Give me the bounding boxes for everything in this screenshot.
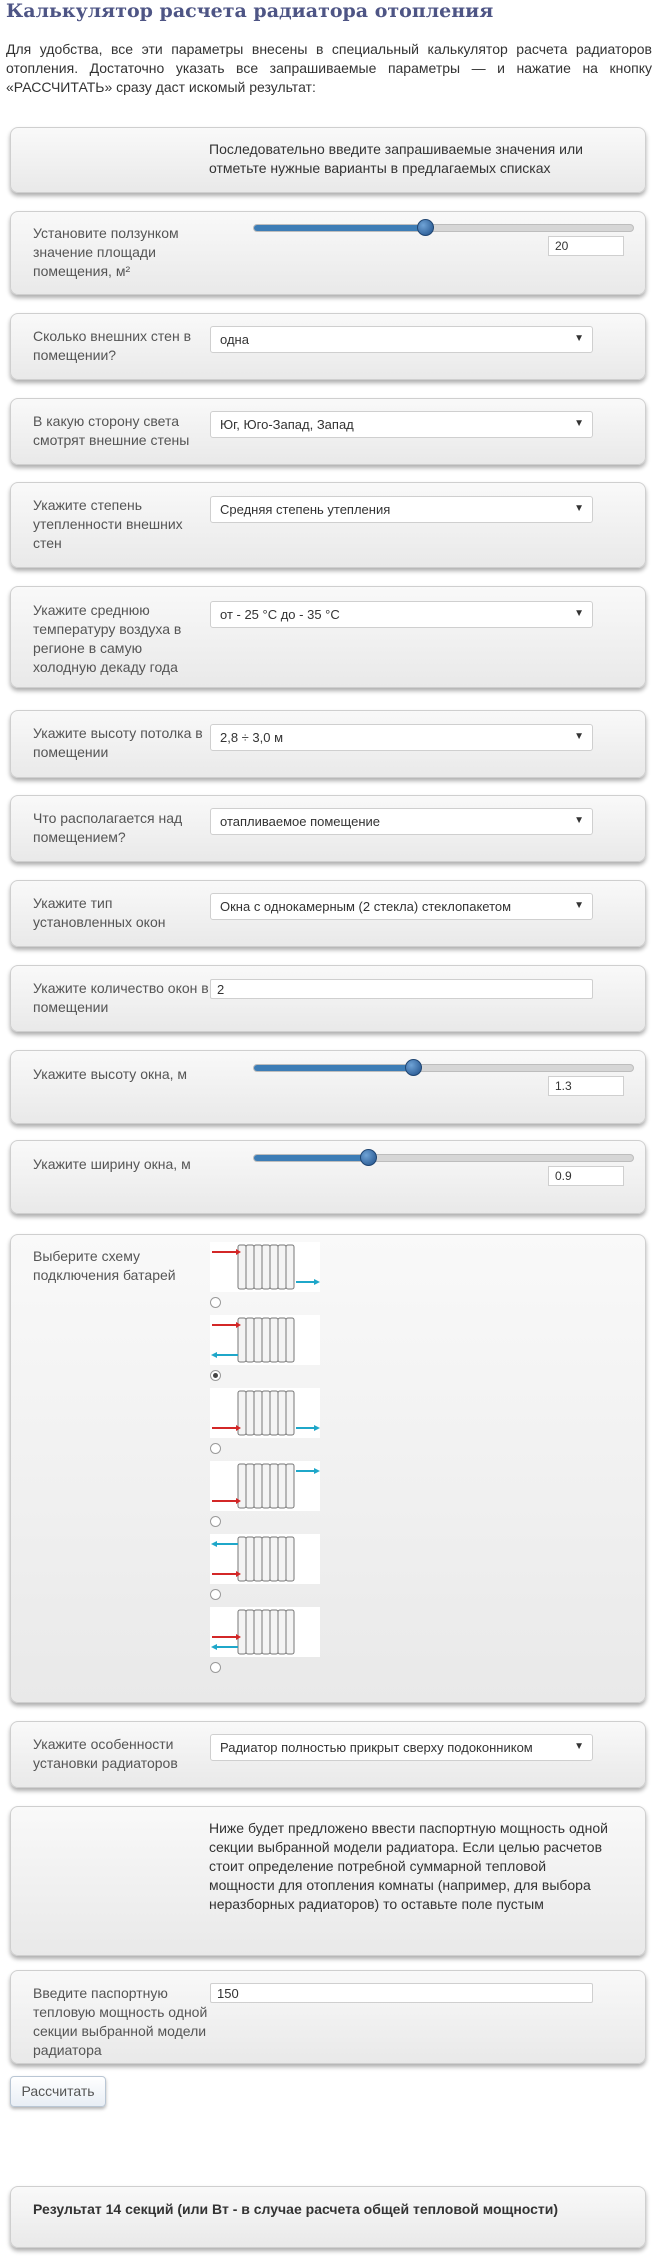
- intro-text: Для удобства, все эти параметры внесены …: [6, 41, 652, 95]
- power-info-panel: Ниже будет предложено ввести паспортную …: [10, 1806, 646, 1956]
- instruction-panel: Последовательно введите запрашиваемые зн…: [10, 127, 646, 193]
- radiator-scheme-5: [210, 1534, 320, 1584]
- area-slider-fill: [254, 225, 425, 231]
- instruction-text: Последовательно введите запрашиваемые зн…: [209, 141, 583, 176]
- scheme-radio-5[interactable]: [210, 1589, 221, 1600]
- temperature-select[interactable]: от - 25 °С до - 35 °С ▼: [210, 601, 593, 628]
- walls-select[interactable]: одна ▼: [210, 326, 593, 353]
- window-width-slider[interactable]: [253, 1149, 634, 1166]
- area-label: Установите ползунком значение площади по…: [33, 225, 179, 279]
- radiator-scheme-3: [210, 1388, 320, 1438]
- temperature-label: Укажите среднюю температуру воздуха в ре…: [33, 602, 182, 675]
- direction-panel: В какую сторону света смотрят внешние ст…: [10, 398, 646, 465]
- scheme-radio-2[interactable]: [210, 1370, 221, 1381]
- insulation-select[interactable]: Средняя степень утепления ▼: [210, 496, 593, 523]
- power-input[interactable]: 150: [210, 1983, 593, 2003]
- window-height-slider[interactable]: [253, 1059, 634, 1076]
- above-select[interactable]: отапливаемое помещение ▼: [210, 808, 593, 835]
- chevron-down-icon: ▼: [574, 333, 584, 344]
- temperature-panel: Укажите среднюю температуру воздуха в ре…: [10, 586, 646, 688]
- above-select-value: отапливаемое помещение: [220, 814, 380, 829]
- window-width-value-field[interactable]: 0.9: [548, 1166, 624, 1186]
- window-count-input[interactable]: 2: [210, 979, 593, 999]
- window-width-label: Укажите ширину окна, м: [33, 1156, 191, 1172]
- area-panel: Установите ползунком значение площади по…: [10, 211, 646, 295]
- window-type-panel: Укажите тип установленных окон Окна с од…: [10, 880, 646, 947]
- window-width-panel: Укажите ширину окна, м 0.9: [10, 1140, 646, 1214]
- window-type-label: Укажите тип установленных окон: [33, 895, 166, 930]
- insulation-panel: Укажите степень утепленности внешних сте…: [10, 482, 646, 568]
- window-width-slider-handle[interactable]: [359, 1149, 377, 1166]
- power-label: Введите паспортную тепловую мощность одн…: [33, 1985, 208, 2058]
- window-height-slider-handle[interactable]: [405, 1059, 423, 1076]
- scheme-radio-4[interactable]: [210, 1516, 221, 1527]
- temperature-select-value: от - 25 °С до - 35 °С: [220, 607, 340, 622]
- area-value-field[interactable]: 20: [548, 236, 624, 256]
- window-count-label: Укажите количество окон в помещении: [33, 980, 209, 1015]
- chevron-down-icon: ▼: [574, 503, 584, 514]
- scheme-radio-6[interactable]: [210, 1662, 221, 1673]
- result-panel: Результат 14 секций (или Вт - в случае р…: [10, 2186, 646, 2248]
- chevron-down-icon: ▼: [574, 418, 584, 429]
- ceiling-select[interactable]: 2,8 ÷ 3,0 м ▼: [210, 724, 593, 751]
- area-slider[interactable]: [253, 219, 634, 236]
- ceiling-label: Укажите высоту потолка в помещении: [33, 725, 203, 760]
- window-type-select[interactable]: Окна с однокамерным (2 стекла) стеклопак…: [210, 893, 593, 920]
- insulation-select-value: Средняя степень утепления: [220, 502, 391, 517]
- window-type-select-value: Окна с однокамерным (2 стекла) стеклопак…: [220, 899, 512, 914]
- scheme-radio-1[interactable]: [210, 1297, 221, 1308]
- window-height-value-field[interactable]: 1.3: [548, 1076, 624, 1096]
- result-text: Результат 14 секций (или Вт - в случае р…: [33, 2201, 559, 2217]
- power-info-text: Ниже будет предложено ввести паспортную …: [209, 1820, 608, 1912]
- above-label: Что располагается над помещением?: [33, 810, 183, 845]
- mounting-panel: Укажите особенности установки радиаторов…: [10, 1721, 646, 1788]
- radiator-scheme-2: [210, 1315, 320, 1365]
- walls-select-value: одна: [220, 332, 249, 347]
- chevron-down-icon: ▼: [574, 608, 584, 619]
- page-title: Калькулятор расчета радиатора отопления: [6, 0, 494, 22]
- walls-panel: Сколько внешних стен в помещении? одна ▼: [10, 313, 646, 380]
- mounting-select-value: Радиатор полностью прикрыт сверху подоко…: [220, 1740, 533, 1755]
- radiator-scheme-6: [210, 1607, 320, 1657]
- radiator-scheme-1: [210, 1242, 320, 1292]
- scheme-panel: Выберите схему подключения батарей: [10, 1234, 646, 1703]
- mounting-select[interactable]: Радиатор полностью прикрыт сверху подоко…: [210, 1734, 593, 1761]
- mounting-label: Укажите особенности установки радиаторов: [33, 1736, 178, 1771]
- power-panel: Введите паспортную тепловую мощность одн…: [10, 1970, 646, 2064]
- ceiling-select-value: 2,8 ÷ 3,0 м: [220, 730, 284, 745]
- chevron-down-icon: ▼: [574, 900, 584, 911]
- insulation-label: Укажите степень утепленности внешних сте…: [33, 497, 183, 551]
- chevron-down-icon: ▼: [574, 815, 584, 826]
- ceiling-panel: Укажите высоту потолка в помещении 2,8 ÷…: [10, 710, 646, 778]
- walls-label: Сколько внешних стен в помещении?: [33, 328, 192, 363]
- window-height-slider-fill: [254, 1065, 414, 1071]
- above-panel: Что располагается над помещением? отапли…: [10, 795, 646, 862]
- direction-select[interactable]: Юг, Юго-Запад, Запад ▼: [210, 411, 593, 438]
- direction-label: В какую сторону света смотрят внешние ст…: [33, 413, 190, 448]
- calculate-button[interactable]: Рассчитать: [10, 2076, 106, 2107]
- scheme-radio-3[interactable]: [210, 1443, 221, 1454]
- chevron-down-icon: ▼: [574, 1741, 584, 1752]
- radiator-scheme-4: [210, 1461, 320, 1511]
- chevron-down-icon: ▼: [574, 731, 584, 742]
- window-width-slider-fill: [254, 1155, 368, 1161]
- area-slider-handle[interactable]: [416, 219, 434, 236]
- window-height-label: Укажите высоту окна, м: [33, 1066, 188, 1082]
- scheme-label: Выберите схему подключения батарей: [33, 1248, 176, 1283]
- direction-select-value: Юг, Юго-Запад, Запад: [220, 417, 354, 432]
- window-count-panel: Укажите количество окон в помещении 2: [10, 965, 646, 1032]
- window-height-panel: Укажите высоту окна, м 1.3: [10, 1050, 646, 1124]
